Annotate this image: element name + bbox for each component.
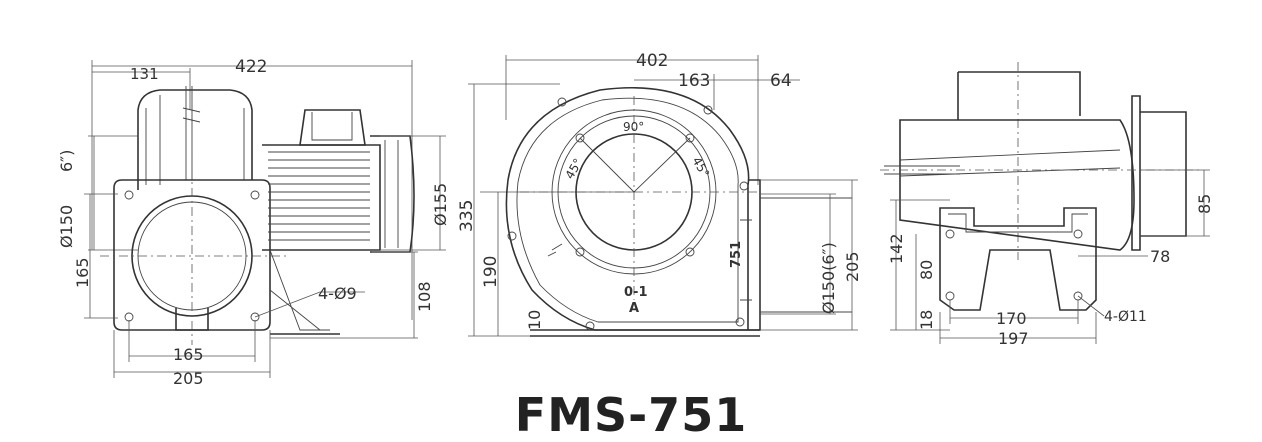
- dim-402: 402: [636, 51, 668, 71]
- model-title: FMS-751: [514, 388, 748, 442]
- dim-108: 108: [415, 281, 434, 312]
- dim-165-vertical: 165: [73, 257, 92, 288]
- dim-6in: 6″): [57, 150, 76, 172]
- dim-80: 80: [917, 260, 936, 280]
- dim-190: 190: [481, 256, 501, 288]
- dim-64: 64: [770, 71, 792, 91]
- dim-142: 142: [887, 233, 906, 264]
- dim-170: 170: [996, 309, 1027, 328]
- dim-4-dia9: 4-Ø9: [318, 284, 357, 303]
- marking-751: 751: [729, 241, 744, 268]
- dim-165-horizontal: 165: [173, 345, 204, 364]
- right-view: 85 78 142 80 18 170 4-Ø11 197: [880, 62, 1214, 348]
- dim-205-vertical: 205: [843, 251, 862, 282]
- front-view: 131 422 6″) Ø150 165: [57, 57, 450, 388]
- dim-4-dia11: 4-Ø11: [1104, 309, 1147, 325]
- marking-A: A: [629, 301, 639, 316]
- dim-205-horizontal: 205: [173, 369, 204, 388]
- dim-18: 18: [917, 310, 936, 330]
- dim-131: 131: [130, 65, 159, 83]
- dim-422: 422: [235, 57, 267, 77]
- dim-163: 163: [678, 71, 710, 91]
- dim-85: 85: [1195, 194, 1214, 214]
- dim-335: 335: [457, 200, 477, 232]
- marking-0-1: 0-1: [624, 285, 648, 300]
- dim-10: 10: [525, 310, 544, 330]
- dim-dia155: Ø155: [431, 183, 450, 226]
- dim-dia150-6in: Ø150(6″): [819, 242, 838, 314]
- angle-90: 90°: [623, 120, 644, 134]
- angle-45-left: 45°: [562, 156, 585, 181]
- dim-dia150: Ø150: [57, 205, 76, 248]
- side-view: 402 163 64 335 190 90° 45°: [457, 51, 862, 337]
- dim-78: 78: [1150, 247, 1170, 266]
- dim-197: 197: [998, 329, 1029, 348]
